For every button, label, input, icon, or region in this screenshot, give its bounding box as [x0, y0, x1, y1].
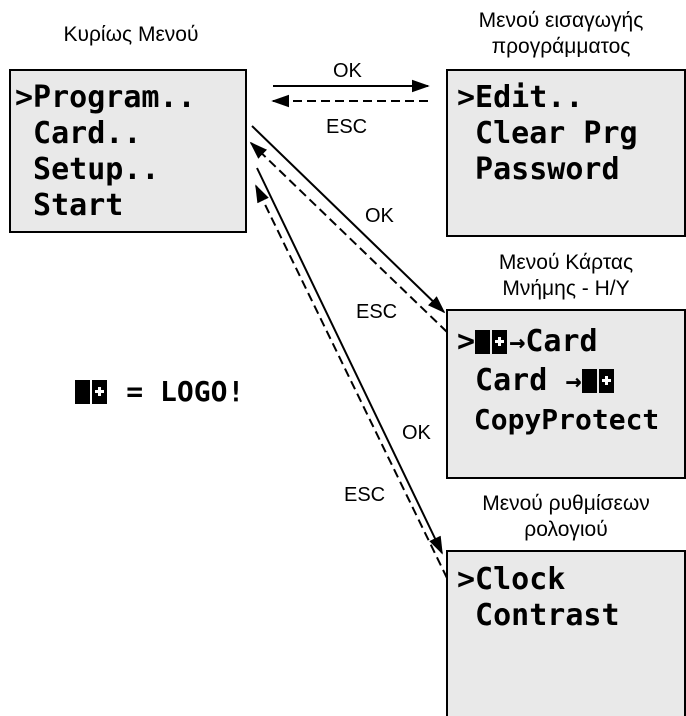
- card-menu-title-line1: Μενού Κάρτας: [498, 251, 634, 274]
- logo-device-icon: [475, 330, 509, 354]
- label-ok-program: OK: [332, 60, 363, 82]
- logo-device-icon: [581, 369, 616, 393]
- main-menu-screen: >Program.. Card.. Setup.. Start: [9, 69, 247, 233]
- card-menu-item-copyprotect: CopyProtect: [457, 403, 660, 436]
- arrow-right-icon: →: [565, 366, 582, 397]
- main-menu-item-program: >Program..: [15, 80, 196, 115]
- label-esc-clock: ESC: [343, 484, 387, 506]
- clock-menu-screen: >Clock Contrast: [446, 550, 686, 716]
- clock-menu-title-line1: Μενού ρυθμίσεων: [482, 492, 650, 515]
- program-menu-screen: >Edit.. Clear Prg Password: [446, 69, 686, 237]
- arrow-esc-from-clock: [255, 184, 448, 579]
- program-menu-title-line2: προγράμματος: [491, 35, 631, 58]
- arrow-right-icon: →: [509, 327, 526, 358]
- label-ok-clock: OK: [401, 422, 432, 444]
- card-menu-cursor: >: [457, 324, 476, 359]
- card-menu-title: Μενού Κάρτας Μνήμης - Η/Υ: [446, 250, 686, 302]
- card-menu-item-to-card-label: Card: [525, 324, 598, 359]
- label-esc-program: ESC: [325, 116, 369, 138]
- arrow-ok-to-card: [251, 125, 446, 314]
- card-menu-item-from-card: Card →: [457, 363, 616, 400]
- legend-equals-text: = LOGO!: [109, 375, 245, 408]
- program-menu-item-password: Password: [457, 152, 620, 187]
- clock-menu-item-contrast: Contrast: [457, 598, 620, 633]
- main-menu-item-start: Start: [15, 188, 124, 223]
- program-menu-title: Μενού εισαγωγής προγράμματος: [436, 8, 686, 60]
- main-menu-item-setup: Setup..: [15, 152, 160, 187]
- clock-menu-title-line2: ρολογιού: [524, 518, 608, 541]
- program-menu-title-line1: Μενού εισαγωγής: [478, 9, 644, 32]
- clock-menu-title: Μενού ρυθμίσεων ρολογιού: [446, 491, 686, 543]
- label-esc-card: ESC: [355, 301, 399, 323]
- card-menu-item-from-card-label: Card: [457, 363, 566, 398]
- main-menu-title: Κυρίως Μενού: [63, 23, 199, 46]
- card-menu-screen: >→Card Card → CopyProtect: [446, 309, 686, 479]
- clock-menu-item-clock: >Clock: [457, 562, 566, 597]
- arrow-esc-from-card: [249, 141, 448, 333]
- logo-device-icon: [75, 380, 109, 404]
- logo-legend: = LOGO!: [8, 338, 244, 446]
- card-menu-title-line2: Μνήμης - Η/Υ: [502, 277, 630, 300]
- card-menu-item-to-card: > →Card: [457, 324, 598, 361]
- program-menu-item-edit: >Edit..: [457, 80, 584, 115]
- label-ok-card: OK: [364, 205, 395, 227]
- main-menu-item-card: Card..: [15, 116, 142, 151]
- arrow-ok-to-clock: [256, 167, 443, 555]
- program-menu-item-clear-prg: Clear Prg: [457, 116, 638, 151]
